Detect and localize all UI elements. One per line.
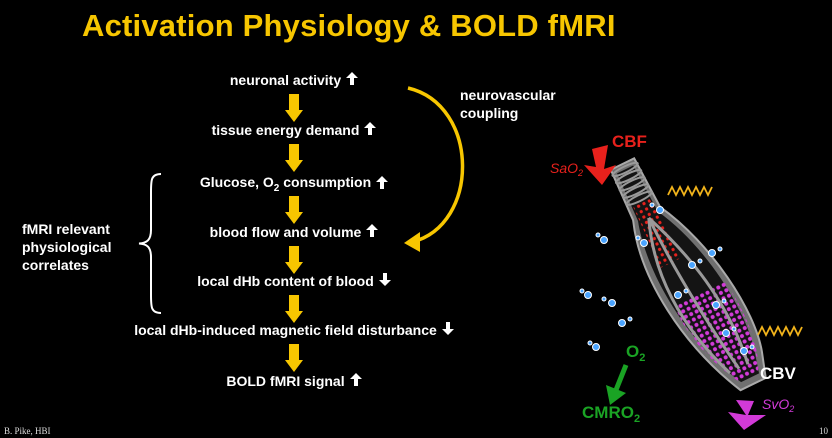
footer-page-number: 10 — [819, 426, 828, 436]
up-arrow-icon — [376, 175, 389, 192]
flow-step-5: local dHb-induced magnetic field disturb… — [134, 322, 454, 338]
flow-arrow-icon — [285, 295, 303, 323]
flow-arrow-icon — [285, 196, 303, 224]
up-arrow-icon — [364, 122, 377, 138]
down-arrow-icon — [441, 322, 454, 338]
flow-step-label: local dHb-induced magnetic field disturb… — [134, 322, 437, 338]
coupling-label: neurovascular coupling — [460, 87, 556, 121]
flow-step-4: local dHb content of blood — [197, 273, 391, 289]
flow-step-6: BOLD fMRI signal — [226, 373, 362, 389]
flow-step-1: tissue energy demand — [212, 122, 377, 138]
slide-title: Activation Physiology & BOLD fMRI — [82, 8, 616, 43]
flow-step-3: blood flow and volume — [210, 224, 379, 240]
flow-arrow-icon — [285, 144, 303, 172]
flow-step-label: neuronal activity — [229, 72, 342, 88]
flow-step-label: tissue energy demand — [211, 122, 360, 138]
flow-step-0: neuronal activity — [229, 72, 359, 88]
curly-brace — [138, 173, 162, 314]
svg-text:SvO2: SvO2 — [762, 396, 794, 414]
up-arrow-icon — [366, 224, 379, 240]
svg-text:CBV: CBV — [760, 364, 797, 383]
flow-step-label: local dHb content of blood — [197, 273, 374, 289]
up-arrow-icon — [346, 72, 359, 88]
flow-step-2: Glucose, O2 consumption — [199, 174, 389, 194]
svg-text:CBF: CBF — [612, 132, 647, 151]
down-arrow-icon — [378, 273, 391, 289]
footer-author: B. Pike, HBI — [4, 426, 51, 436]
flow-arrow-icon — [285, 94, 303, 122]
up-arrow-icon — [349, 373, 362, 389]
flow-arrow-icon — [285, 344, 303, 372]
svg-text:SaO2: SaO2 — [550, 160, 583, 178]
coupling-arrow — [404, 86, 465, 252]
correlates-label: fMRI relevant physiological correlates — [22, 221, 112, 273]
flow-arrow-icon — [285, 246, 303, 274]
flow-step-label: BOLD fMRI signal — [226, 373, 345, 389]
vessel-illustration: CBF SaO2 CBV SvO2 O2 CMRO2 — [550, 132, 803, 430]
flow-step-label: blood flow and volume — [209, 224, 362, 240]
flow-step-label: Glucose, O — [199, 174, 274, 190]
svg-text:O2: O2 — [626, 342, 645, 364]
svg-text:CMRO2: CMRO2 — [582, 403, 640, 425]
